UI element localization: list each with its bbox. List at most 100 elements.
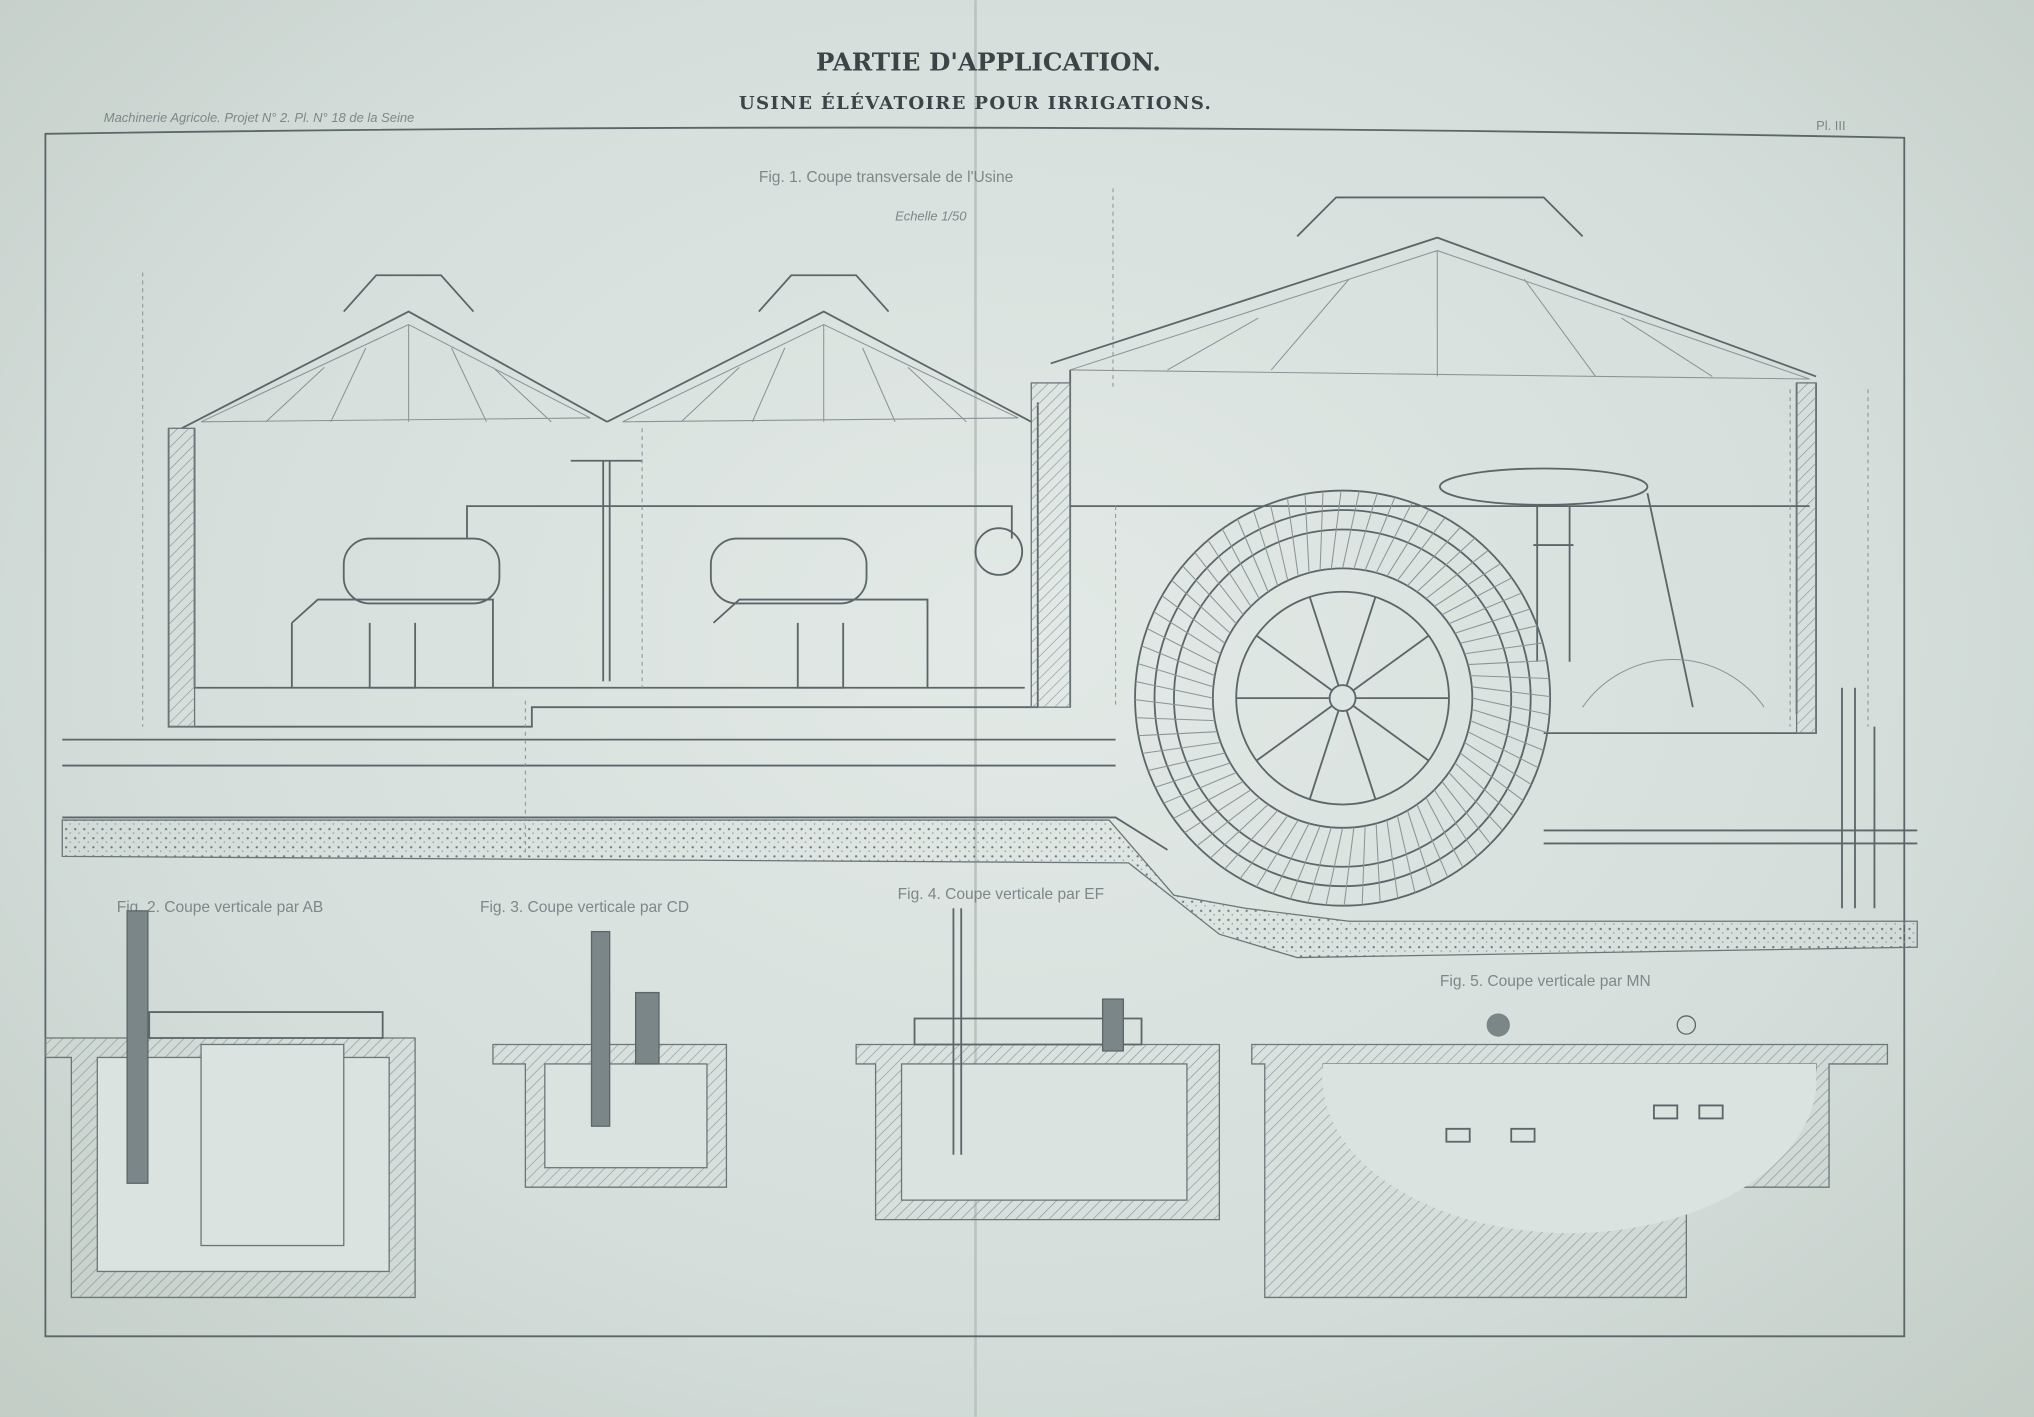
fig2-section-ab: Fig. 2. Coupe verticale par AB — [44, 899, 416, 1299]
header-left: Machinerie Agricole. Projet N° 2. Pl. N°… — [104, 110, 414, 125]
wheel-bucket — [1406, 810, 1433, 886]
wheel-bucket — [1137, 663, 1214, 688]
wheel-bucket — [1471, 686, 1551, 698]
wheel-bucket — [1319, 491, 1324, 571]
wheel-bucket — [1448, 592, 1522, 625]
wheel-bucket — [1425, 549, 1489, 600]
wheel-bucket — [1253, 510, 1279, 586]
wheel-bucket — [1255, 819, 1299, 888]
drawing-frame — [44, 126, 1906, 1338]
sheet-title: PARTIE D'APPLICATION. — [816, 47, 1161, 76]
wheel-bucket — [1353, 493, 1378, 570]
wheel-bucket — [1396, 815, 1416, 893]
wheel-spoke — [1256, 705, 1333, 762]
wheel-bucket — [1224, 810, 1279, 870]
wheel-bucket — [1163, 772, 1237, 804]
wheel-bucket — [1237, 518, 1269, 593]
wheel-hub — [1328, 684, 1357, 713]
wheel-bucket — [1467, 731, 1539, 769]
wheel-bucket — [1386, 819, 1399, 899]
wheel-bucket — [1425, 797, 1464, 868]
wheel-bucket — [1454, 608, 1531, 634]
wheel-bucket — [1142, 741, 1221, 754]
wheel-rim — [1134, 489, 1552, 907]
wheel-bucket — [1221, 528, 1260, 599]
fig5-section-mn: Fig. 5. Coupe verticale par MN — [1251, 973, 1889, 1299]
wheel-bucket — [1470, 675, 1550, 680]
wheel-bucket — [1471, 708, 1548, 734]
wheel-spoke — [1308, 596, 1340, 687]
wheel-bucket — [1154, 762, 1231, 788]
boiler-2 — [709, 527, 1024, 689]
wheel-bucket — [1416, 537, 1476, 593]
wheel-bucket — [1269, 503, 1289, 581]
wheel-rim — [1173, 528, 1513, 868]
wheel-bucket — [1464, 742, 1532, 785]
wheel-bucket — [1343, 827, 1355, 906]
wheel-bucket — [1459, 752, 1524, 802]
fig1-scale: Echelle 1/50 — [895, 209, 967, 224]
wheel-bucket — [1364, 497, 1396, 571]
wheel-bucket — [1135, 717, 1215, 722]
roof-left — [181, 274, 608, 430]
wheel-spoke — [1352, 705, 1430, 762]
wheel-bucket — [1375, 502, 1413, 574]
fig1-cross-section — [61, 188, 1918, 959]
wheel-bucket — [1209, 804, 1269, 859]
wheel-bucket — [1472, 697, 1550, 716]
wheel-bucket — [1470, 720, 1544, 751]
roof-middle — [606, 274, 1032, 423]
wheel-spoke — [1256, 634, 1333, 692]
plate-number: Pl. III — [1816, 118, 1846, 133]
wheel-bucket — [1196, 797, 1260, 847]
wheel-bucket — [1441, 781, 1491, 845]
wheel-bucket — [1134, 699, 1214, 710]
wheel-bucket — [1184, 789, 1252, 834]
wheel-bucket — [1433, 789, 1478, 857]
wheel-bucket — [1207, 539, 1252, 607]
wheel-bucket — [1194, 552, 1244, 616]
fig3-caption: Fig. 3. Coupe verticale par CD — [480, 899, 689, 916]
fig5-caption: Fig. 5. Coupe verticale par MN — [1440, 973, 1651, 990]
wheel-bucket — [1454, 762, 1514, 817]
wheel-bucket — [1464, 642, 1543, 655]
roof-right — [1050, 196, 1817, 380]
wheel-bucket — [1448, 772, 1503, 831]
wheel-bucket — [1147, 752, 1226, 772]
wheel-spoke — [1308, 710, 1340, 800]
wheel-bucket — [1361, 825, 1366, 905]
wheel-bucket — [1416, 804, 1449, 878]
wheel-bucket — [1441, 577, 1512, 616]
fig1-caption: Fig. 1. Coupe transversale de l'Usine — [759, 169, 1013, 186]
fig4-caption: Fig. 4. Coupe verticale par EF — [898, 886, 1105, 903]
wheel-rim — [1153, 509, 1532, 888]
wheel-bucket — [1289, 825, 1321, 900]
wheel-bucket — [1286, 497, 1299, 577]
wheel-bucket — [1171, 579, 1231, 634]
boiler-1 — [290, 505, 1013, 689]
wheel-bucket — [1161, 595, 1226, 644]
wheel-bucket — [1407, 526, 1461, 587]
wheel-bucket — [1467, 660, 1547, 666]
wheel-spoke — [1352, 634, 1430, 692]
water-wheel — [1134, 489, 1552, 907]
wheel-bucket — [1173, 781, 1244, 819]
wheel-bucket — [1434, 563, 1501, 607]
wheel-bucket — [1153, 611, 1221, 655]
wheel-bucket — [1307, 827, 1332, 903]
wheel-bucket — [1146, 628, 1218, 666]
fig4-section-ef: Fig. 4. Coupe verticale par EF — [855, 886, 1221, 1221]
wheel-bucket — [1330, 490, 1342, 569]
wheel-bucket — [1135, 681, 1213, 699]
wheel-spoke — [1345, 596, 1377, 687]
wheel-bucket — [1397, 517, 1446, 581]
wheel-bucket — [1272, 823, 1310, 894]
wheel-bucket — [1182, 565, 1237, 625]
wheel-bucket — [1304, 493, 1310, 573]
wheel-bucket — [1325, 827, 1344, 906]
wheel-bucket — [1138, 731, 1218, 737]
wheel-spoke — [1345, 710, 1377, 800]
wheel-bucket — [1342, 491, 1360, 569]
wheel-bucket — [1141, 645, 1216, 677]
